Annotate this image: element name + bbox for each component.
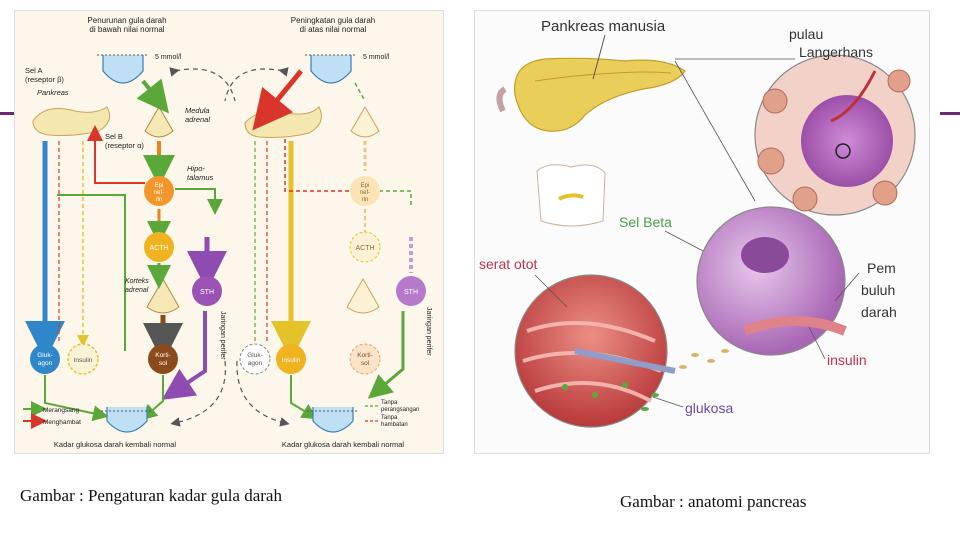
pulau-label: pulau xyxy=(789,26,823,42)
jaringan-label-left: Jaringan perifer xyxy=(219,311,226,360)
beaker-bottom-left xyxy=(106,407,148,433)
insulin-label-left: Insulin xyxy=(74,357,93,364)
kortisol-label-left-1: Korti- xyxy=(155,352,171,359)
title-top-left: Penurunan gula darah xyxy=(87,16,166,25)
glukagon-node-left xyxy=(30,344,60,374)
medula-label-2: adrenal xyxy=(185,115,210,124)
insulin-node-right xyxy=(276,344,306,374)
sth-node-left xyxy=(192,276,222,306)
title-top-right: Peningkatan gula darah xyxy=(291,16,376,25)
glukosa-label: glukosa xyxy=(685,400,733,416)
legend-tanpa-2: Tanpa xyxy=(381,415,398,421)
epinefrin-node-right xyxy=(350,176,380,206)
sel-beta-label: Sel Beta xyxy=(619,214,672,230)
insulin-label: insulin xyxy=(827,352,867,368)
pancreas-right xyxy=(244,106,322,138)
medula-label: Medula xyxy=(185,106,210,115)
glukagon-label-left-1: Gluk- xyxy=(37,352,53,359)
legend-tanpa-1: Tanpa xyxy=(381,400,398,406)
mmol-left: 5 mmol/l xyxy=(155,54,182,61)
caption-regulation: Gambar : Pengaturan kadar gula darah xyxy=(20,486,282,505)
glukagon-label-right-1: Gluk- xyxy=(247,352,263,359)
legend-merangsang: Merangsang xyxy=(43,407,80,414)
accent-line-right xyxy=(940,112,960,115)
epinefrin-label-left-1: Epi xyxy=(155,183,164,189)
kortisol-label-right-1: Korti- xyxy=(357,352,373,359)
sel-a-label: Sel A xyxy=(25,66,43,75)
title-top-right-2: di atas nilai normal xyxy=(300,25,367,34)
epinefrin-label-left-3: rin xyxy=(156,197,163,203)
hipotalamus-label-2: talamus xyxy=(187,173,214,182)
legend-perangsangan: perangsangan xyxy=(381,407,419,413)
insulin-label-right: Insulin xyxy=(282,357,301,364)
glukagon-label-right-2: agon xyxy=(248,360,263,367)
beaker-top-left xyxy=(102,55,144,84)
sel-b-label: Sel B xyxy=(105,132,123,141)
mmol-right: 5 mmol/l xyxy=(363,54,390,61)
serat-otot-label: serat otot xyxy=(479,256,537,272)
kortisol-node-right xyxy=(349,343,381,375)
title-top-left-2: di bawah nilai normal xyxy=(89,25,164,34)
glukagon-label-left-2: agon xyxy=(38,360,53,367)
epinefrin-label-left-2: nef- xyxy=(154,190,164,196)
blood-sugar-regulation-diagram: Penurunan gula darah di bawah nilai norm… xyxy=(14,10,444,454)
korteks-label-left-2: adrenal xyxy=(125,287,149,294)
pancreas-left xyxy=(32,106,111,136)
acth-node-left xyxy=(144,232,174,262)
bottom-text-left: Kadar glukosa darah kembali normal xyxy=(54,440,176,449)
muscle-fiber-closeup xyxy=(514,274,668,428)
caption-anatomy: Gambar : anatomi pancreas xyxy=(620,492,807,511)
sth-label-right: STH xyxy=(404,289,418,296)
acth-node-right xyxy=(349,231,381,263)
epinefrin-label-right-2: nef- xyxy=(360,190,370,196)
anatomy-svg: Pankreas manusia pulau Langerhans Sel Be… xyxy=(479,18,916,428)
epinefrin-node-left xyxy=(144,176,174,206)
legend-hambatan: hambatan xyxy=(381,422,408,428)
hipotalamus-label: Hipo- xyxy=(187,164,205,173)
insulin-node-left xyxy=(67,343,99,375)
regulation-svg: Penurunan gula darah di bawah nilai norm… xyxy=(23,16,432,449)
pembuluh-label-3: darah xyxy=(861,304,897,320)
adrenal-left xyxy=(144,106,174,138)
pankreas-manusia-label: Pankreas manusia xyxy=(541,18,666,35)
kortisol-node-left xyxy=(148,344,178,374)
beaker-top-right xyxy=(310,55,352,84)
kortisol-label-right-2: sol xyxy=(361,360,370,367)
epinefrin-label-right-3: rin xyxy=(362,197,369,203)
beaker-bottom-right xyxy=(312,407,354,433)
pembuluh-label-1: Pem xyxy=(867,260,896,276)
sel-a-receptor: (reseptor β) xyxy=(25,75,64,84)
adrenal-right xyxy=(350,106,380,138)
pancreas-organ xyxy=(513,57,686,132)
epinefrin-label-right-1: Epi xyxy=(361,183,370,189)
sel-b-receptor: (reseptor α) xyxy=(105,141,144,150)
langerhans-label: Langerhans xyxy=(799,44,873,60)
beta-cell-closeup xyxy=(696,206,846,356)
sth-label-left: STH xyxy=(200,289,214,296)
adrenal-cortex-right xyxy=(346,277,380,314)
adrenal-cortex-left xyxy=(146,277,180,314)
pembuluh-label-2: buluh xyxy=(861,282,895,298)
acth-label-left: ACTH xyxy=(149,245,168,252)
jaringan-label-right: Jaringan perifer xyxy=(425,307,432,356)
accent-line-left xyxy=(0,112,22,115)
sth-node-right xyxy=(396,276,426,306)
kortisol-label-left-2: sol xyxy=(159,360,168,367)
pancreas-anatomy-illustration: Pankreas manusia pulau Langerhans Sel Be… xyxy=(474,10,930,454)
korteks-label-left: Korteks xyxy=(125,278,149,285)
glukagon-node-right xyxy=(239,343,271,375)
acth-label-right: ACTH xyxy=(355,245,374,252)
bottom-text-right: Kadar glukosa darah kembali normal xyxy=(282,440,404,449)
pankreas-label: Pankreas xyxy=(37,88,69,97)
legend-menghambat: Menghambat xyxy=(43,419,81,426)
